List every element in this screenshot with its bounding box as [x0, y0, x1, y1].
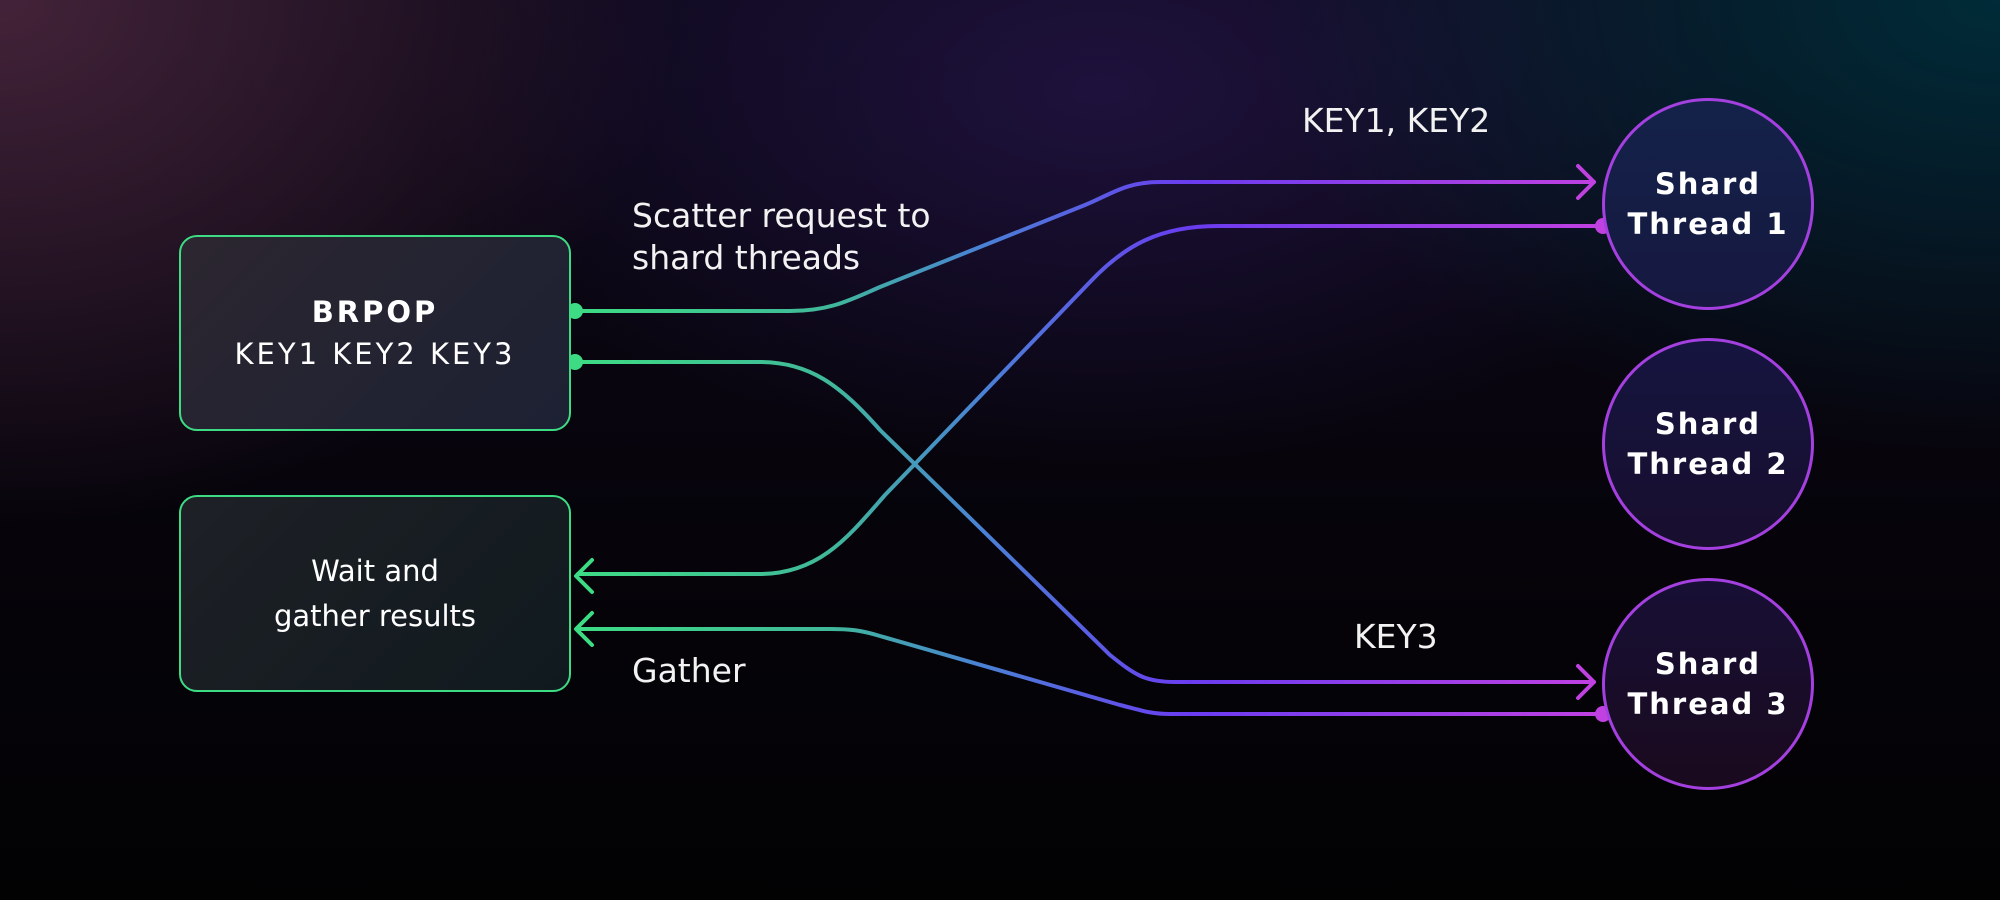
- scatter-label-line1: Scatter request to: [632, 196, 931, 235]
- shard-label-line2: Thread 1: [1627, 207, 1789, 241]
- shard-label-line2: Thread 3: [1627, 687, 1789, 721]
- arrowhead-gather-1: [574, 558, 594, 594]
- scatter-label: Scatter request to shard threads: [632, 195, 931, 279]
- gather-path-shard3: [576, 627, 1605, 716]
- shard-label-line1: Shard: [1654, 407, 1762, 441]
- shard-thread-2: Shard Thread 2: [1602, 338, 1814, 550]
- scatter-label-line2: shard threads: [632, 238, 861, 277]
- keys-to-shard3-label: KEY3: [1354, 617, 1438, 656]
- brpop-command-box: BRPOP KEY1 KEY2 KEY3: [179, 235, 571, 431]
- arrowhead-shard1: [1576, 164, 1596, 200]
- shard-label-line2: Thread 2: [1627, 447, 1789, 481]
- shard-thread-1: Shard Thread 1: [1602, 98, 1814, 310]
- gather-label: Gather: [632, 651, 746, 690]
- shard-label-line1: Shard: [1654, 647, 1762, 681]
- arrowhead-shard3: [1576, 664, 1596, 700]
- gather-results-box: Wait and gather results: [179, 495, 571, 692]
- command-title: BRPOP: [311, 295, 439, 329]
- shard-thread-3: Shard Thread 3: [1602, 578, 1814, 790]
- shard-label-line1: Shard: [1654, 167, 1762, 201]
- port-dot: [567, 303, 583, 319]
- scatter-path-shard1: [573, 180, 1596, 313]
- arrowhead-gather-2: [574, 611, 594, 647]
- scatter-path-shard3: [573, 360, 1596, 684]
- port-dot: [567, 354, 583, 370]
- keys-to-shard1-label: KEY1, KEY2: [1302, 101, 1491, 140]
- return-path-shard1: [576, 224, 1605, 576]
- gather-box-line1: Wait and: [311, 553, 439, 588]
- command-keys: KEY1 KEY2 KEY3: [234, 337, 516, 371]
- gather-box-line2: gather results: [273, 598, 477, 633]
